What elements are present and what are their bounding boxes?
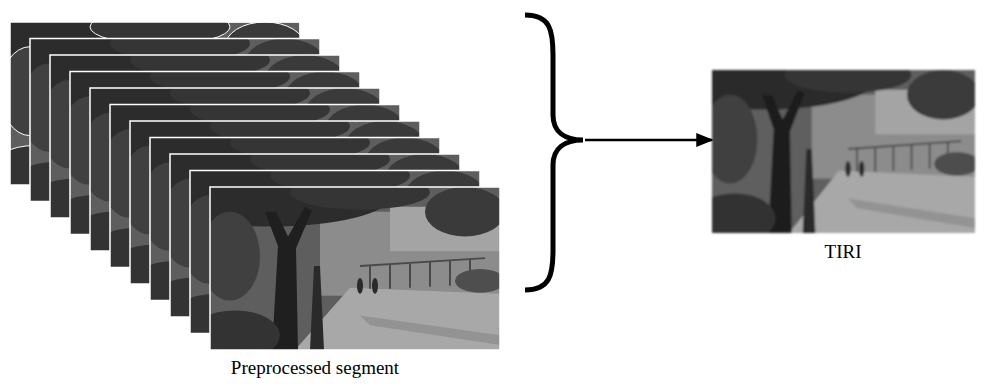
frame-stack	[0, 2, 505, 360]
tiri-node: TIRI	[712, 70, 975, 265]
image-caption: TIRI	[823, 241, 864, 264]
curly-brace	[525, 15, 583, 290]
arrow-connector	[585, 139, 712, 142]
frame-stack-node: Preprocessed segment	[10, 8, 585, 383]
tiri-image	[658, 50, 980, 243]
image-caption: Preprocessed segment	[229, 357, 401, 380]
